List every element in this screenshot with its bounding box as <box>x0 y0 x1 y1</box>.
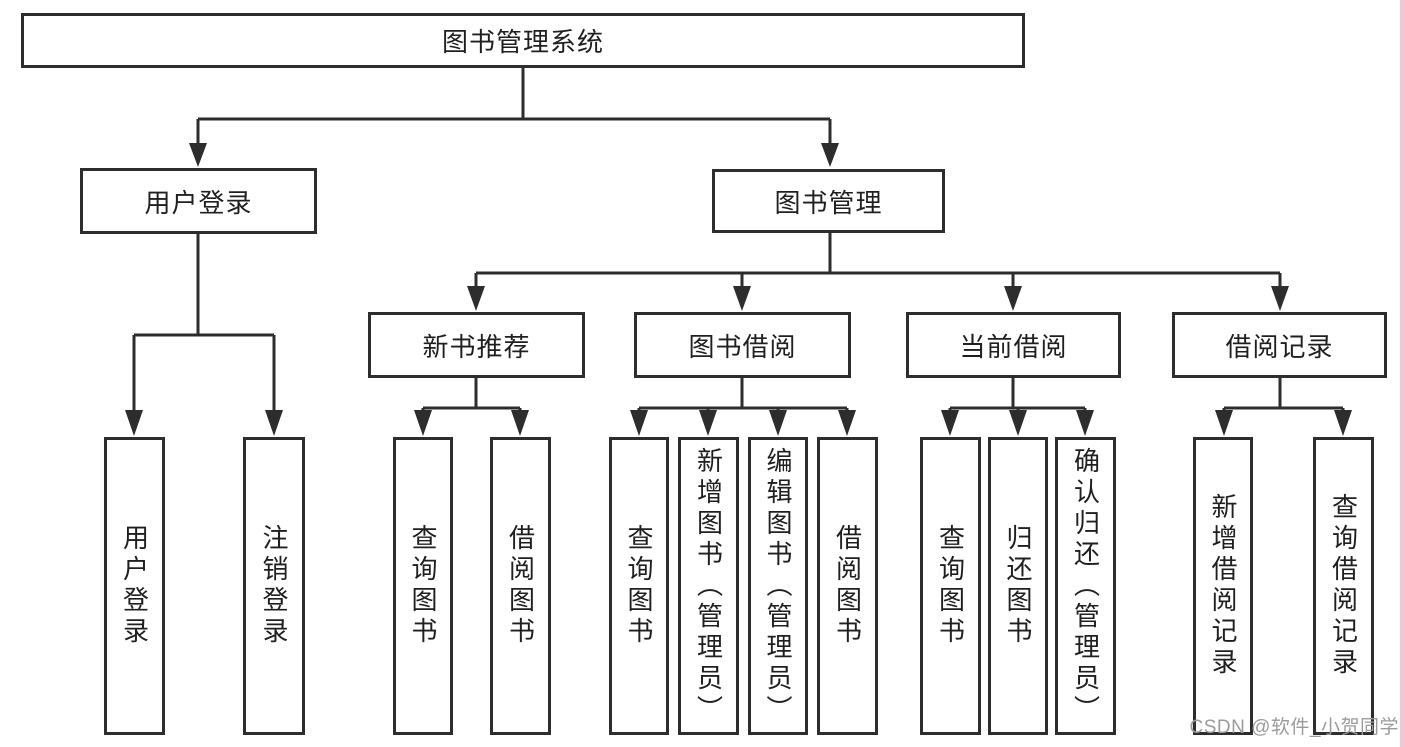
leaf-recommend-query-books: 查询图书 <box>393 437 453 735</box>
node-borrowing-records-label: 借阅记录 <box>1225 331 1334 362</box>
leaf-return-books: 归还图书 <box>988 437 1048 735</box>
node-new-book-recommend-label: 新书推荐 <box>422 331 531 362</box>
node-book-management-label: 图书管理 <box>774 187 883 218</box>
leaf-recommend-query-books-label: 查询图书 <box>408 524 438 648</box>
leaf-confirm-return-admin-label: 确认归还（管理员） <box>1070 446 1101 726</box>
node-user-login: 用户登录 <box>80 168 317 234</box>
node-book-borrowing-label: 图书借阅 <box>688 331 797 362</box>
csdn-watermark: CSDN @软件_小贺同学 <box>1189 717 1399 738</box>
node-root-label: 图书管理系统 <box>441 27 604 57</box>
right-edge-stripe <box>1400 0 1405 747</box>
leaf-add-book-admin-label: 新增图书（管理员） <box>693 446 724 726</box>
arrowhead-icons <box>125 143 1352 436</box>
leaf-logout: 注销登录 <box>243 437 305 735</box>
node-new-book-recommend: 新书推荐 <box>368 312 585 378</box>
leaf-add-borrow-record: 新增借阅记录 <box>1193 437 1253 735</box>
leaf-borrowing-query-books: 查询图书 <box>609 437 669 735</box>
leaf-confirm-return-admin: 确认归还（管理员） <box>1055 437 1116 735</box>
leaf-return-books-label: 归还图书 <box>1003 524 1033 648</box>
leaf-recommend-borrow-books: 借阅图书 <box>490 437 551 735</box>
leaf-current-query-books: 查询图书 <box>920 437 981 735</box>
leaf-user-login-label: 用户登录 <box>119 524 150 648</box>
leaf-current-query-books-label: 查询图书 <box>935 524 966 648</box>
node-book-borrowing: 图书借阅 <box>634 312 851 378</box>
node-book-management: 图书管理 <box>712 169 945 233</box>
leaf-recommend-borrow-books-label: 借阅图书 <box>505 524 536 648</box>
leaf-query-borrow-record-label: 查询借阅记录 <box>1328 493 1359 679</box>
node-root: 图书管理系统 <box>21 13 1025 68</box>
leaf-borrowing-borrow-books: 借阅图书 <box>817 437 878 735</box>
leaf-add-borrow-record-label: 新增借阅记录 <box>1208 493 1238 679</box>
leaf-query-borrow-record: 查询借阅记录 <box>1313 437 1374 735</box>
leaf-logout-label: 注销登录 <box>259 524 289 648</box>
leaf-user-login: 用户登录 <box>104 437 165 735</box>
node-borrowing-records: 借阅记录 <box>1172 312 1387 378</box>
leaf-borrowing-query-books-label: 查询图书 <box>624 524 654 648</box>
node-current-borrowing-label: 当前借阅 <box>959 331 1068 362</box>
leaf-edit-book-admin-label: 编辑图书（管理员） <box>763 446 793 726</box>
leaf-edit-book-admin: 编辑图书（管理员） <box>748 437 808 735</box>
node-current-borrowing: 当前借阅 <box>906 312 1121 378</box>
leaf-borrowing-borrow-books-label: 借阅图书 <box>832 524 863 648</box>
leaf-add-book-admin: 新增图书（管理员） <box>678 437 739 735</box>
node-user-login-label: 用户登录 <box>144 187 253 218</box>
